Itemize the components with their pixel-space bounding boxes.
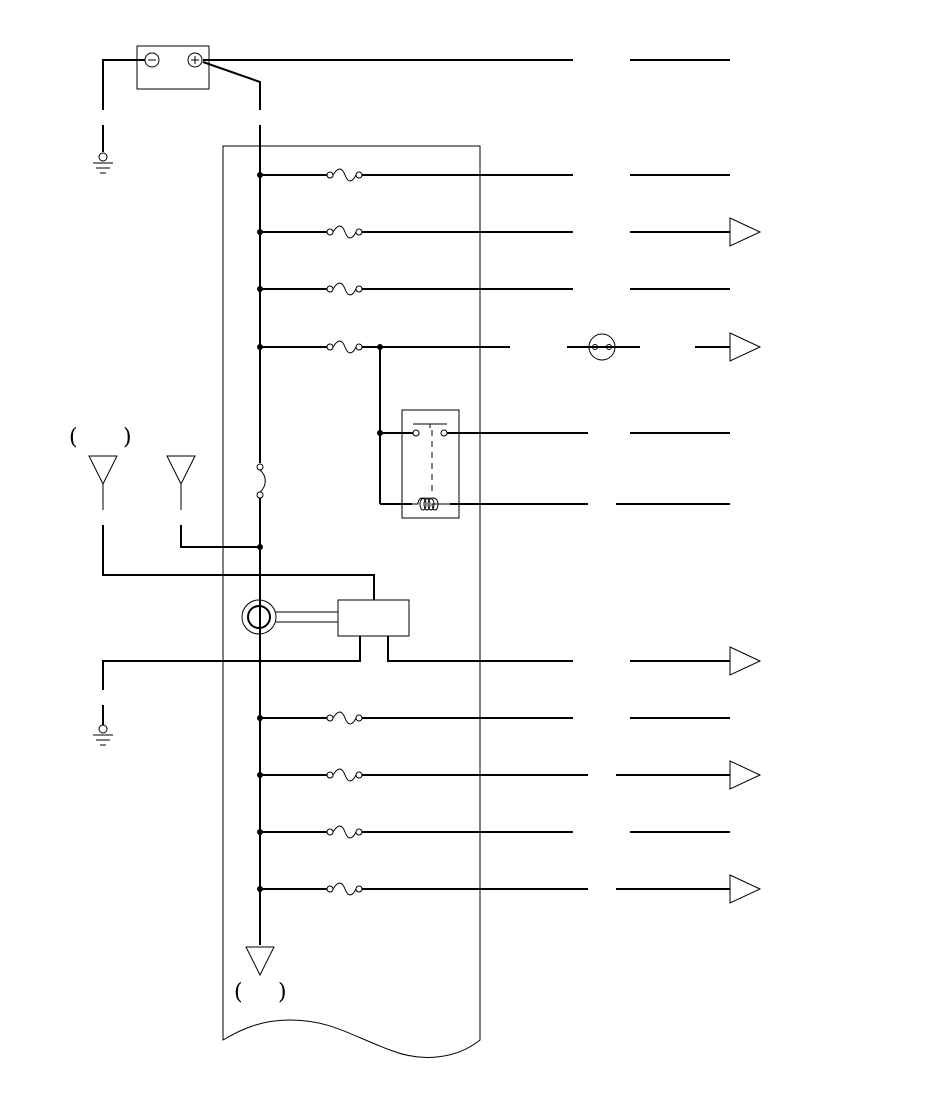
coil-icon <box>380 497 730 511</box>
ground-icon <box>93 724 113 746</box>
left-paren-open: ( <box>69 425 78 450</box>
fuse-circuit-8 <box>257 874 762 904</box>
fuse-circuit-5 <box>257 711 730 725</box>
battery-icon <box>136 45 210 90</box>
connector-arrow-icon <box>729 646 762 676</box>
sense-wire <box>102 525 375 600</box>
fuse-icon <box>326 768 363 782</box>
fusible-link-icon <box>256 463 266 499</box>
bulb-icon <box>588 333 616 361</box>
connector-arrow-icon <box>729 332 762 362</box>
fuse-icon <box>326 882 363 896</box>
left-paren-close: ) <box>123 425 132 450</box>
connector-arrow-icon <box>166 455 196 486</box>
fuse-circuit-6 <box>257 760 762 790</box>
fuse-circuit-2 <box>257 217 762 247</box>
connector-arrow-icon <box>245 946 275 977</box>
bottom-paren-open: ( <box>234 980 243 1005</box>
fuse-icon <box>326 168 363 182</box>
connector-arrow-icon <box>729 760 762 790</box>
connector-arrow-icon <box>729 217 762 247</box>
alternator-icon <box>241 599 338 635</box>
fuse-icon <box>326 711 363 725</box>
fuse-circuit-7 <box>257 825 730 839</box>
relay-icon <box>401 409 460 519</box>
fuse-box-outline <box>222 145 481 1058</box>
regulator-ground-wire <box>102 636 361 690</box>
fuse-circuit-3 <box>257 282 730 296</box>
regulator-output-wire <box>387 636 573 662</box>
regulator-box <box>337 599 410 637</box>
ignition-wire <box>180 525 260 548</box>
ground-icon <box>93 152 113 174</box>
fuse-icon <box>326 282 363 296</box>
fuse-icon <box>326 825 363 839</box>
fuse-icon <box>326 340 363 354</box>
connector-arrow-icon <box>729 874 762 904</box>
battery-negative-wire <box>102 59 145 110</box>
fuse-circuit-1 <box>257 168 730 182</box>
fuse-icon <box>326 225 363 239</box>
battery-positive-bus-wire <box>202 61 261 110</box>
bottom-paren-close: ) <box>278 980 287 1005</box>
connector-arrow-icon <box>88 455 118 486</box>
relay-switch-icon <box>380 423 730 496</box>
fuse-circuit-4 <box>257 332 762 362</box>
